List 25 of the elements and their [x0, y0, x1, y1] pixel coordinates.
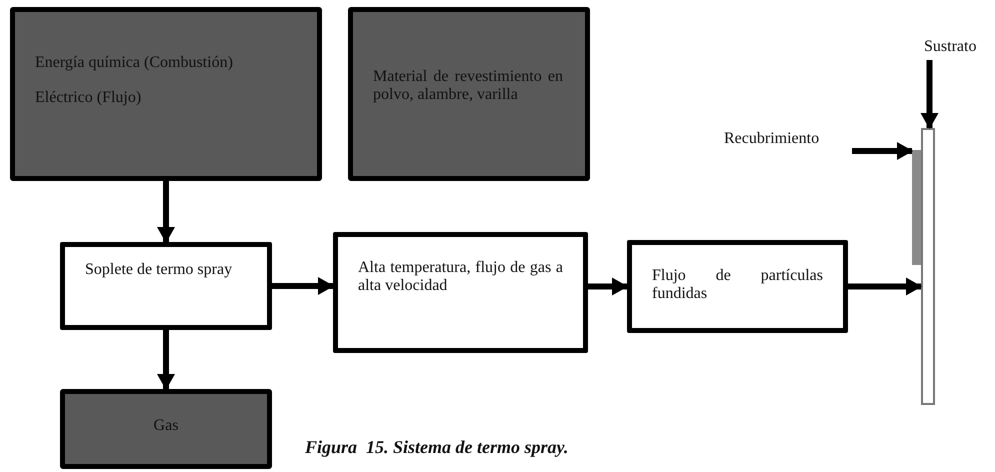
process-box: [627, 240, 848, 333]
node-text: Recubrimiento: [724, 130, 820, 148]
substrate-bar: [921, 128, 935, 405]
leader-arrow: [852, 142, 913, 160]
leader-arrow: [920, 60, 938, 129]
arrow: [848, 278, 922, 296]
node-text: Soplete de termo spray: [85, 261, 234, 279]
node-text: Flujo de partículas fundidas: [652, 267, 823, 303]
node-text: Alta temperatura, flujo de gas a alta velocidad: [358, 259, 563, 295]
arrow: [272, 277, 334, 295]
node-text: Energía química (Combustión): [35, 54, 234, 72]
arrow: [588, 278, 628, 296]
process-box: [60, 242, 272, 330]
arrow: [157, 181, 175, 243]
input-box: [348, 7, 590, 181]
node-text: Eléctrico (Flujo): [35, 89, 142, 107]
output-box: [60, 389, 272, 469]
arrow: [157, 330, 175, 390]
node-text: Sustrato: [924, 38, 978, 56]
input-box: [10, 7, 322, 181]
process-box: [333, 232, 588, 353]
figure-caption: Figura 15. Sistema de termo spray.: [305, 436, 568, 459]
node-text: Material de revestimiento en polvo, alambre, varilla: [373, 68, 563, 104]
coating-layer: [912, 150, 921, 265]
node-text: Gas: [154, 417, 178, 435]
